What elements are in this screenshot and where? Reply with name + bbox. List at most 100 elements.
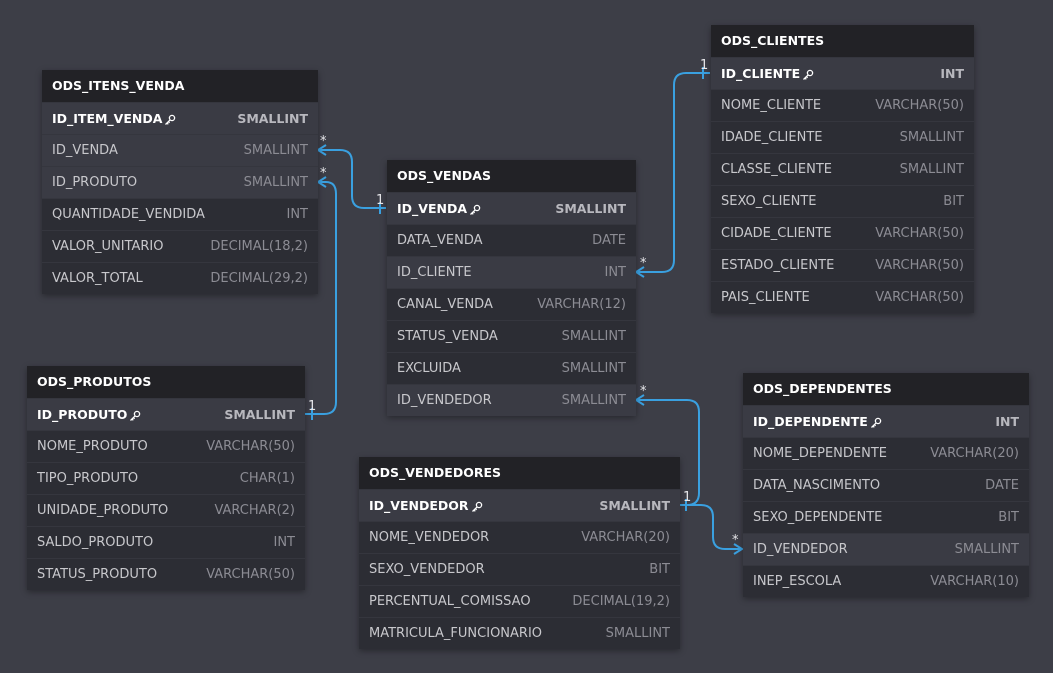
key-icon xyxy=(800,66,814,81)
column-name: ID_VENDEDOR xyxy=(397,393,492,408)
table-title[interactable]: ODS_PRODUTOS xyxy=(27,366,305,398)
column-name-cell: PAIS_CLIENTE xyxy=(721,282,810,313)
column-name-cell: SEXO_CLIENTE xyxy=(721,186,817,217)
cardinality-one: 1 xyxy=(683,490,692,505)
column-name-cell: VALOR_TOTAL xyxy=(52,263,143,294)
column-type: VARCHAR(10) xyxy=(930,574,1019,589)
column-name-cell: NOME_CLIENTE xyxy=(721,90,821,121)
table-title[interactable]: ODS_CLIENTES xyxy=(711,25,974,57)
column-name-cell: ID_CLIENTE xyxy=(721,58,814,89)
column-type: SMALLINT xyxy=(243,143,308,158)
cardinality-many: * xyxy=(640,384,647,399)
column-row[interactable]: ESTADO_CLIENTE VARCHAR(50) xyxy=(711,249,974,281)
column-type: VARCHAR(2) xyxy=(214,503,295,518)
column-name-cell: ID_CLIENTE xyxy=(397,257,472,288)
column-name: NOME_CLIENTE xyxy=(721,98,822,113)
key-icon xyxy=(162,111,176,126)
column-name: ESTADO_CLIENTE xyxy=(721,258,835,273)
column-name: CIDADE_CLIENTE xyxy=(721,226,832,241)
column-type: SMALLINT xyxy=(561,393,626,408)
column-type: DATE xyxy=(592,233,626,248)
column-name: VALOR_TOTAL xyxy=(52,271,143,286)
column-name-cell: SALDO_PRODUTO xyxy=(37,527,153,558)
column-type: SMALLINT xyxy=(899,162,964,177)
column-name-cell: QUANTIDADE_VENDIDA xyxy=(52,199,205,230)
column-name: STATUS_PRODUTO xyxy=(37,567,158,582)
cardinality-one: 1 xyxy=(700,58,709,73)
cardinality-many: * xyxy=(320,166,327,181)
column-name: ID_DEPENDENTE xyxy=(753,414,868,429)
column-name-cell: DATA_NASCIMENTO xyxy=(753,470,880,501)
column-name-cell: VALOR_UNITARIO xyxy=(52,231,164,262)
column-name-cell: CLASSE_CLIENTE xyxy=(721,154,832,185)
column-name: EXCLUIDA xyxy=(397,361,461,376)
column-type: VARCHAR(50) xyxy=(875,258,964,273)
primary-key-row[interactable]: ID_VENDEDOR SMALLINT xyxy=(359,489,680,521)
column-type: DECIMAL(19,2) xyxy=(572,594,670,609)
column-row[interactable]: CLASSE_CLIENTE SMALLINT xyxy=(711,153,974,185)
column-name: DATA_NASCIMENTO xyxy=(753,478,881,493)
column-row[interactable]: ID_VENDA SMALLINT xyxy=(42,134,318,166)
column-row[interactable]: PAIS_CLIENTE VARCHAR(50) xyxy=(711,281,974,313)
column-name: CANAL_VENDA xyxy=(397,297,493,312)
column-name-cell: CANAL_VENDA xyxy=(397,289,493,320)
key-icon xyxy=(127,407,141,422)
column-name-cell: INEP_ESCOLA xyxy=(753,566,841,597)
column-type: SMALLINT xyxy=(599,498,670,513)
column-name: ID_CLIENTE xyxy=(721,66,801,81)
table-title[interactable]: ODS_DEPENDENTES xyxy=(743,373,1029,405)
column-type: VARCHAR(50) xyxy=(206,439,295,454)
column-type: SMALLINT xyxy=(243,175,308,190)
column-row[interactable]: DATA_VENDA DATE xyxy=(387,224,636,256)
column-name: ID_VENDA xyxy=(52,143,118,158)
column-row[interactable]: INEP_ESCOLA VARCHAR(10) xyxy=(743,565,1029,597)
column-type: VARCHAR(50) xyxy=(875,290,964,305)
column-row[interactable]: ID_VENDEDOR SMALLINT xyxy=(387,384,636,416)
column-name-cell: ESTADO_CLIENTE xyxy=(721,250,834,281)
table-title[interactable]: ODS_ITENS_VENDA xyxy=(42,70,318,102)
column-name-cell: MATRICULA_FUNCIONARIO xyxy=(369,618,542,649)
table-title[interactable]: ODS_VENDEDORES xyxy=(359,457,680,489)
column-row[interactable]: ID_CLIENTE INT xyxy=(387,256,636,288)
table-title[interactable]: ODS_VENDAS xyxy=(387,160,636,192)
column-type: INT xyxy=(604,265,627,280)
column-name-cell: ID_VENDEDOR xyxy=(369,490,483,521)
column-name-cell: DATA_VENDA xyxy=(397,225,483,256)
column-type: BIT xyxy=(649,562,670,577)
